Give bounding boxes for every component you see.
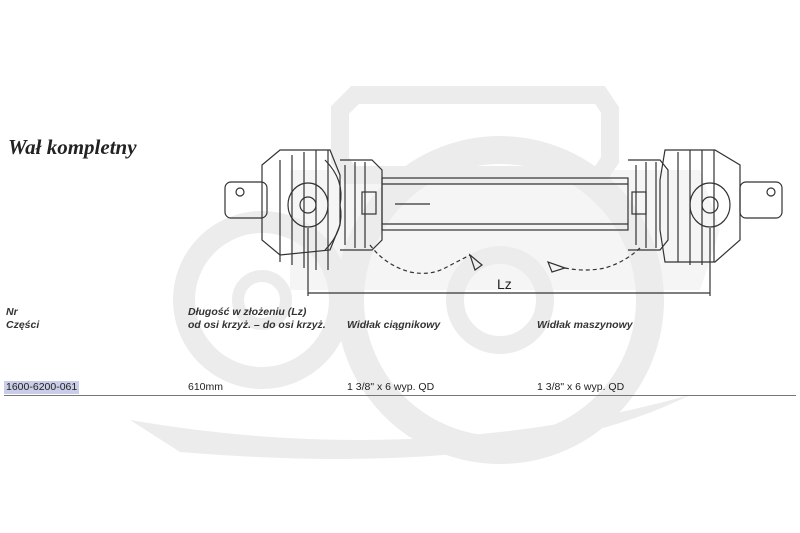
machine-yoke-cell: 1 3/8" x 6 wyp. QD bbox=[537, 381, 625, 393]
page-title: Wał kompletny bbox=[8, 135, 137, 159]
left-yoke bbox=[224, 149, 383, 270]
row-divider bbox=[4, 395, 796, 396]
dimension-label: Lz bbox=[497, 276, 512, 292]
right-yoke bbox=[628, 149, 783, 265]
header-machine-yoke: Widłak maszynowy bbox=[537, 319, 633, 331]
right-safety-chain bbox=[564, 247, 641, 271]
part-number-cell: 1600-6200-061 bbox=[4, 381, 80, 394]
left-safety-chain bbox=[369, 244, 471, 274]
shaft-tube bbox=[381, 177, 629, 231]
header-length: Długość w złożeniu (Lz) od osi krzyż. – … bbox=[188, 306, 326, 331]
header-part-number: Nr Części bbox=[6, 306, 40, 331]
header-tractor-yoke: Widłak ciągnikowy bbox=[347, 319, 441, 331]
length-cell: 610mm bbox=[188, 381, 224, 393]
tractor-yoke-cell: 1 3/8" x 6 wyp. QD bbox=[347, 381, 435, 393]
